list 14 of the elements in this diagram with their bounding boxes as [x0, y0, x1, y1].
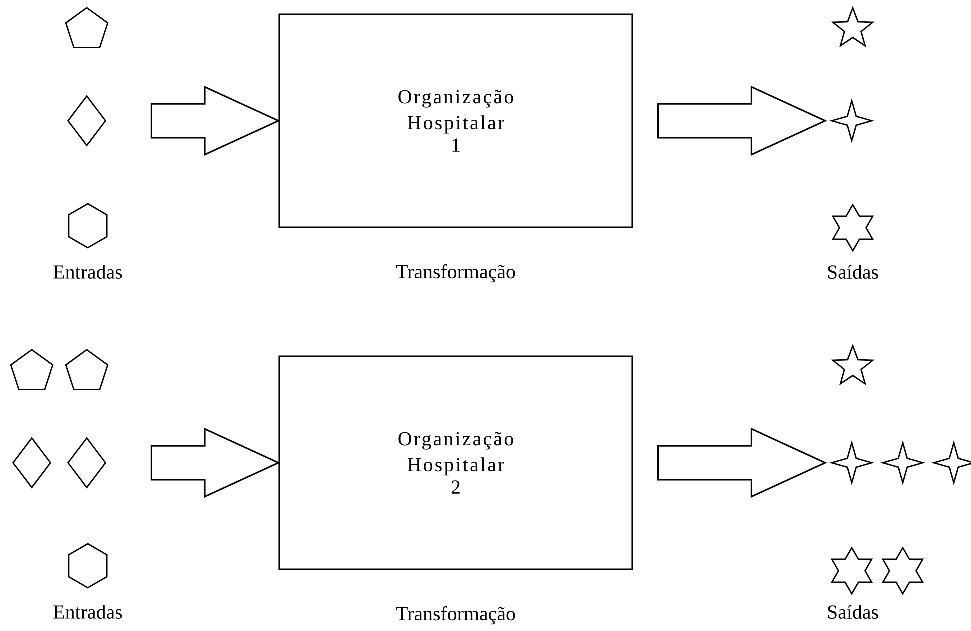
block-arrow	[150, 86, 281, 156]
node-label: Transformação	[396, 264, 516, 283]
hexagon-icon	[68, 543, 108, 589]
block-arrow	[658, 86, 828, 156]
pentagon-icon	[65, 349, 109, 390]
hexagon-icon	[68, 203, 108, 249]
pentagon-icon	[10, 349, 54, 390]
process-box: Organização Hospitalar 1	[278, 14, 634, 228]
process-box: Organização Hospitalar 2	[278, 356, 634, 570]
block-arrow	[150, 428, 281, 498]
block-arrow	[658, 428, 828, 498]
pentagon-icon	[65, 7, 109, 48]
node-label: Transformação	[396, 606, 516, 625]
label: Saídas	[828, 604, 878, 619]
